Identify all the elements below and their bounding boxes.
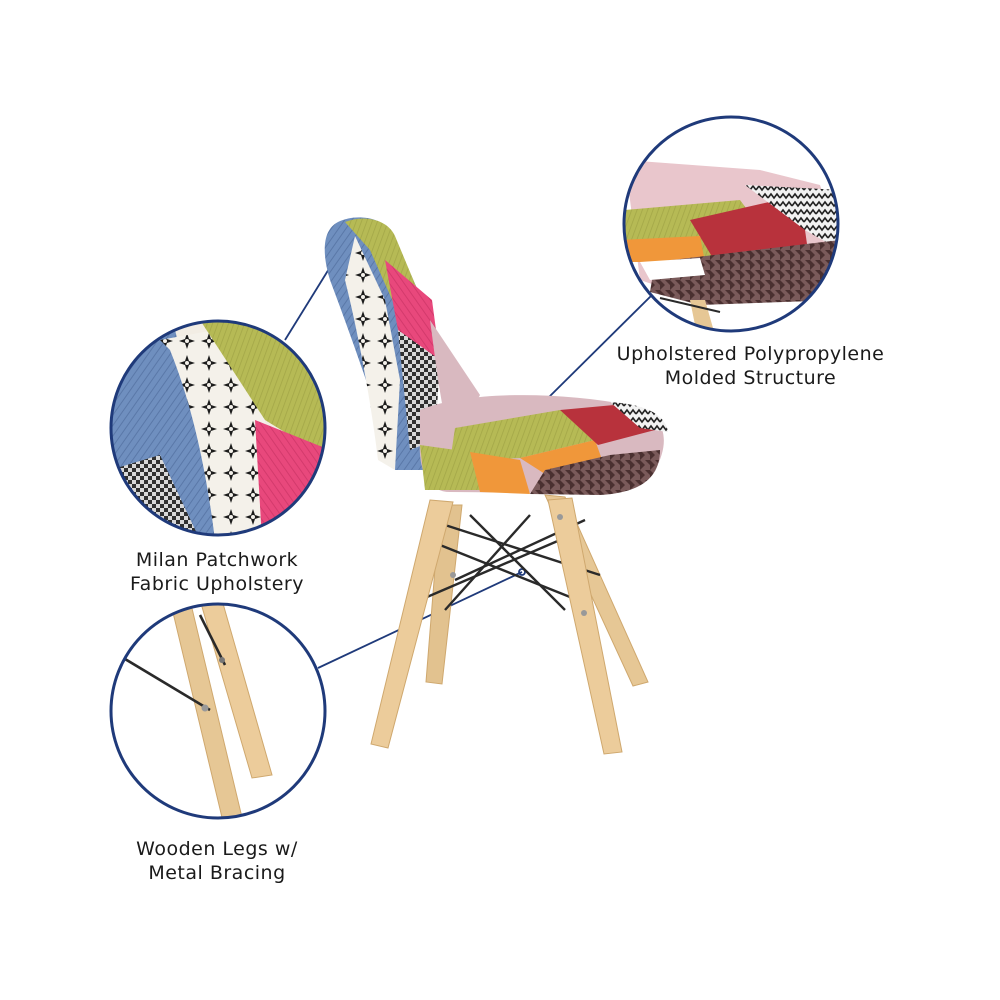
connector-line-mid	[284, 263, 333, 341]
chair-illustration	[324, 217, 668, 755]
callout-ring-fabric	[109, 319, 327, 537]
callout-label-legs: Wooden Legs w/ Metal Bracing	[136, 838, 298, 884]
chair-shell	[324, 217, 668, 495]
connector-dot-bottom	[518, 568, 526, 576]
connector-line-top	[545, 291, 656, 401]
callout-circle-fabric	[111, 321, 325, 535]
callout-ring-legs	[109, 602, 327, 820]
callout-circle-structure	[624, 117, 838, 331]
chair-legs	[370, 494, 649, 755]
callout-label-fabric: Milan Patchwork Fabric Upholstery	[130, 549, 304, 595]
callout-ring-structure	[622, 115, 840, 333]
callout-label-structure: Upholstered Polypropylene Molded Structu…	[616, 343, 885, 389]
callout-circle-legs	[111, 604, 325, 818]
